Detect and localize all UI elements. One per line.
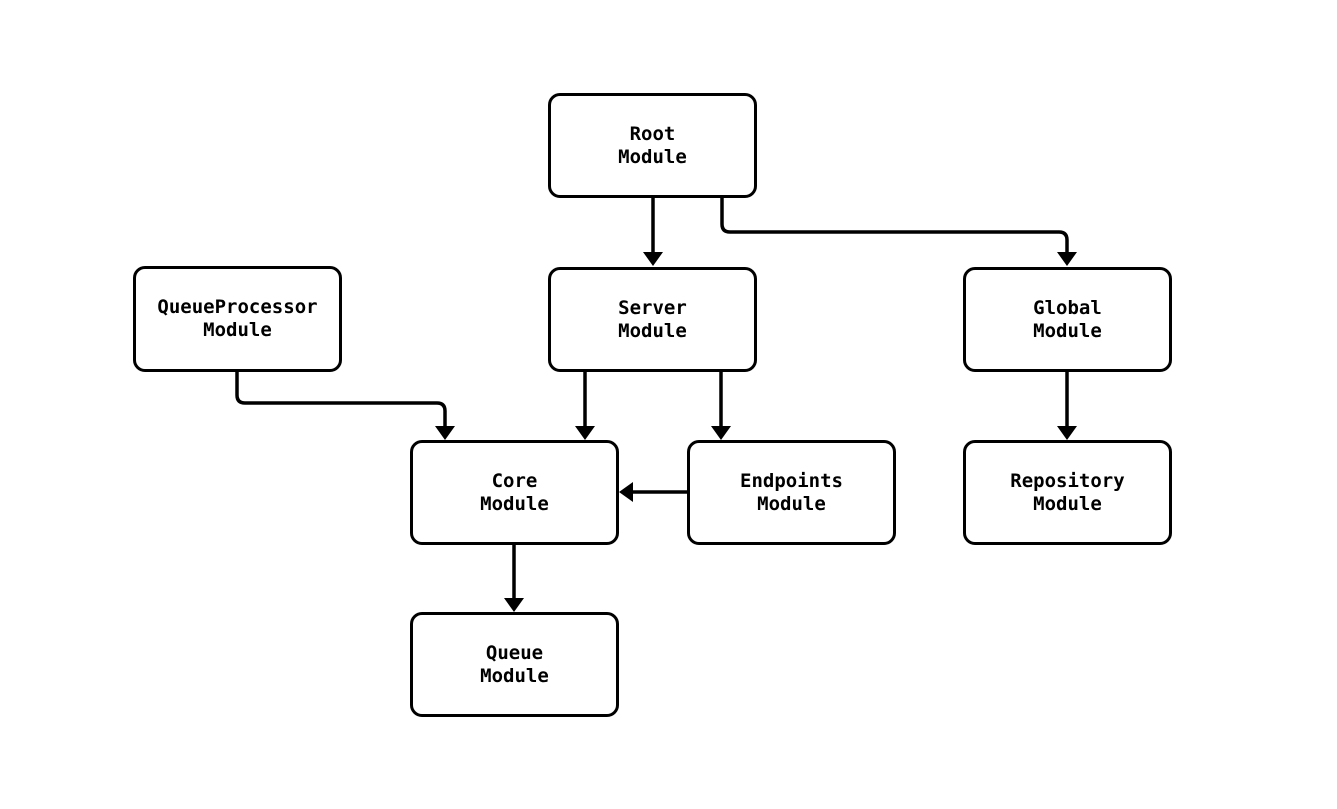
node-label-line1: Repository xyxy=(1010,469,1125,492)
edge-global-to-repository xyxy=(1057,372,1077,440)
node-server-module: Server Module xyxy=(548,267,757,372)
node-queue-module: Queue Module xyxy=(410,612,619,717)
edge-endpoints-to-core xyxy=(619,482,687,502)
node-label-line1: Global xyxy=(1033,296,1102,319)
edge-root-to-global xyxy=(720,198,1077,266)
edge-server-to-endpoints xyxy=(711,372,731,440)
node-label-line1: Endpoints xyxy=(740,469,843,492)
node-label-line1: QueueProcessor xyxy=(157,296,318,318)
node-label-line2: Module xyxy=(618,319,687,342)
node-core-module: Core Module xyxy=(410,440,619,545)
node-label-line2: Module xyxy=(480,664,549,687)
node-label-line2: Module xyxy=(480,492,549,515)
edge-queueprocessor-to-core xyxy=(235,372,455,440)
node-label-line2: Module xyxy=(203,319,272,341)
node-label-line1: Root xyxy=(629,122,676,145)
node-label-line1: Queue xyxy=(485,641,544,664)
node-label-line1: Server xyxy=(618,296,687,319)
edge-root-to-server xyxy=(643,198,663,266)
edge-core-to-queue xyxy=(504,545,524,612)
node-label-line1: Core xyxy=(491,469,538,492)
node-queueprocessor-module: QueueProcessor Module xyxy=(133,266,342,372)
node-global-module: Global Module xyxy=(963,267,1172,372)
node-repository-module: Repository Module xyxy=(963,440,1172,545)
node-endpoints-module: Endpoints Module xyxy=(687,440,896,545)
node-label-line2: Module xyxy=(1033,492,1102,515)
node-label-line2: Module xyxy=(618,145,687,168)
node-root-module: Root Module xyxy=(548,93,757,198)
node-label-line2: Module xyxy=(757,492,826,515)
node-label-line2: Module xyxy=(1033,319,1102,342)
edge-server-to-core xyxy=(575,372,595,440)
